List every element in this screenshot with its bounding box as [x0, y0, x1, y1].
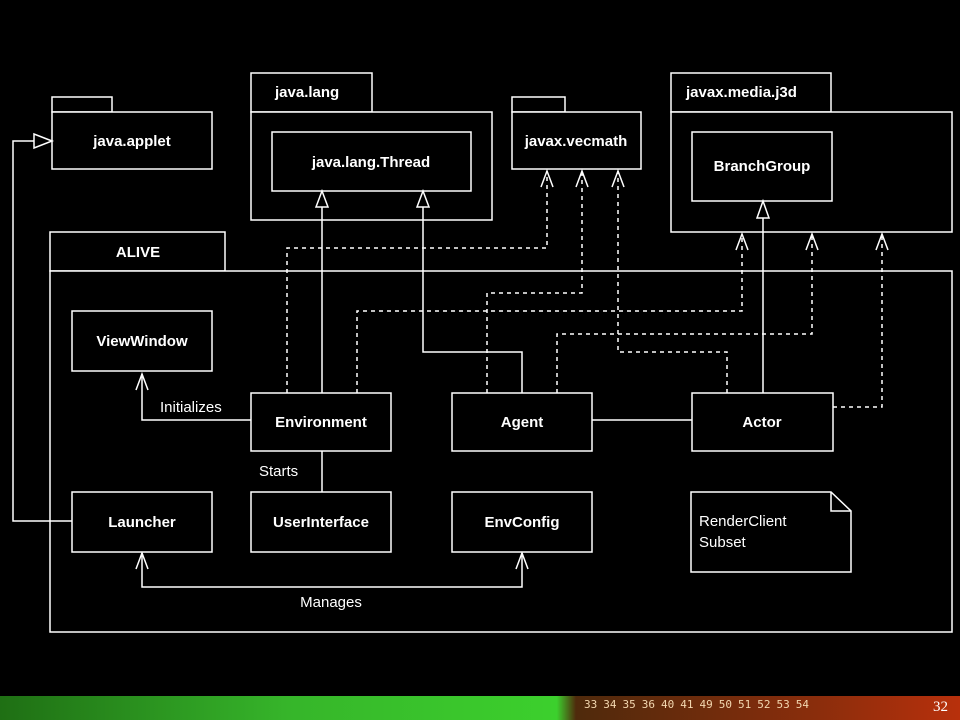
- class-view-window: ViewWindow: [71, 310, 213, 372]
- slide-link[interactable]: 53: [776, 698, 790, 711]
- dependency-arrowhead-agent-vecmath: [575, 168, 589, 188]
- package-alive-label: ALIVE: [116, 244, 160, 261]
- edge-label-manages: Manages: [300, 594, 362, 611]
- dependency-actor-to-j3d: [833, 234, 883, 408]
- slide-link[interactable]: 49: [699, 698, 713, 711]
- dependency-arrowhead-env-vecmath: [540, 168, 554, 188]
- arrowhead-viewwindow: [135, 371, 149, 391]
- dependency-environment-to-j3d: [356, 234, 743, 393]
- class-environment: Environment: [250, 392, 392, 452]
- edge-launcher-to-java-applet: [12, 140, 72, 522]
- slide-link[interactable]: 35: [622, 698, 636, 711]
- dependency-agent-to-j3d: [556, 234, 813, 393]
- slide-navigation: 33 34 35 36 40 41 49 50 51 52 53 54: [584, 698, 809, 716]
- slide-link[interactable]: 36: [641, 698, 655, 711]
- package-javax-vecmath: javax.vecmath: [511, 96, 642, 170]
- class-branch-group: BranchGroup: [691, 131, 833, 202]
- edge-manages: [141, 553, 523, 588]
- note-line-1: RenderClient: [699, 513, 787, 530]
- edge-label-initializes: Initializes: [160, 399, 222, 416]
- dependency-environment-to-vecmath: [286, 171, 548, 393]
- class-environment-label: Environment: [275, 414, 367, 431]
- dependency-arrowhead-actor-j3d: [875, 231, 889, 251]
- class-env-config-label: EnvConfig: [485, 514, 560, 531]
- dependency-arrowhead-actor-vecmath: [611, 168, 625, 188]
- dependency-arrowhead-env-j3d: [735, 231, 749, 251]
- package-javax-media-j3d-label: javax.media.j3d: [685, 84, 797, 101]
- edge-agent-to-thread: [422, 207, 523, 393]
- class-java-lang-thread: java.lang.Thread: [271, 131, 472, 192]
- dependency-arrowhead-agent-j3d: [805, 231, 819, 251]
- arrowhead-launcher: [135, 550, 149, 570]
- dependency-actor-to-vecmath: [617, 171, 728, 393]
- package-java-applet-label: java.applet: [92, 133, 171, 150]
- package-javax-vecmath-label: javax.vecmath: [524, 133, 628, 150]
- edge-environment-initializes-viewwindow: [141, 374, 251, 421]
- class-branch-group-label: BranchGroup: [714, 158, 811, 175]
- note-render-client: RenderClient Subset: [690, 491, 852, 573]
- slide-link[interactable]: 34: [603, 698, 617, 711]
- generalization-arrowhead-environment-thread: [314, 188, 330, 208]
- slide-link[interactable]: 41: [680, 698, 694, 711]
- page-number: 32: [933, 699, 948, 715]
- class-launcher: Launcher: [71, 491, 213, 553]
- slide-link[interactable]: 51: [738, 698, 752, 711]
- class-actor-label: Actor: [742, 414, 781, 431]
- class-user-interface: UserInterface: [250, 491, 392, 553]
- footer-bar: [0, 696, 960, 720]
- class-actor: Actor: [691, 392, 834, 452]
- package-java-applet: java.applet: [51, 96, 213, 170]
- slide-link[interactable]: 52: [757, 698, 771, 711]
- slide-link[interactable]: 50: [718, 698, 732, 711]
- class-agent: Agent: [451, 392, 593, 452]
- generalization-arrowhead-actor-branch-group: [755, 198, 771, 219]
- package-java-lang-label: java.lang: [274, 84, 339, 101]
- edge-label-starts: Starts: [259, 463, 298, 480]
- class-env-config: EnvConfig: [451, 491, 593, 553]
- class-launcher-label: Launcher: [108, 514, 176, 531]
- class-user-interface-label: UserInterface: [273, 514, 369, 531]
- slide-link[interactable]: 40: [661, 698, 675, 711]
- slide-link[interactable]: 54: [795, 698, 809, 711]
- arrowhead-envconfig: [515, 550, 529, 570]
- class-agent-label: Agent: [501, 414, 544, 431]
- class-java-lang-thread-label: java.lang.Thread: [311, 154, 430, 171]
- dependency-agent-to-vecmath: [486, 171, 583, 393]
- note-line-2: Subset: [699, 534, 747, 551]
- generalization-arrowhead-agent-thread: [415, 188, 431, 208]
- generalization-arrowhead-java-applet: [33, 132, 55, 150]
- slide-link[interactable]: 33: [584, 698, 598, 711]
- class-view-window-label: ViewWindow: [96, 333, 188, 350]
